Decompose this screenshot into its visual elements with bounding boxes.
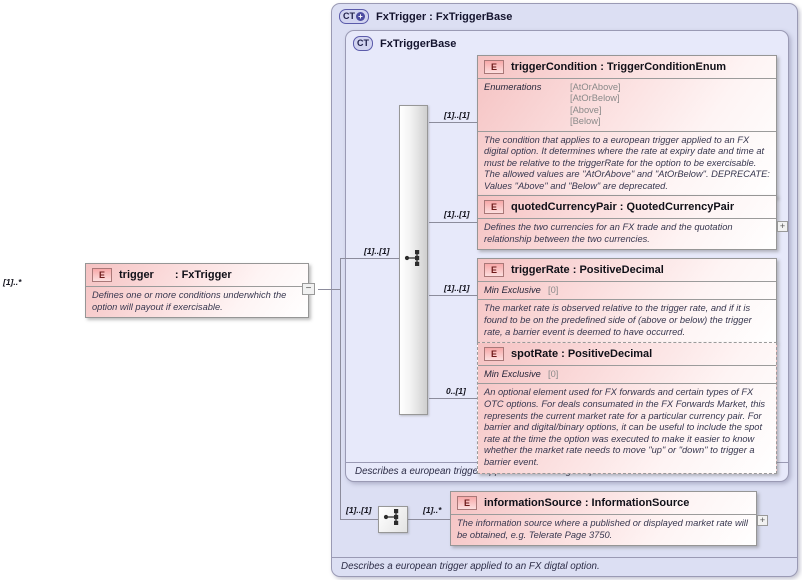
cardinality-trigger: [1]..* — [3, 277, 22, 287]
connector-triggerrate-line — [429, 295, 477, 296]
facet-label: Min Exclusive — [484, 369, 541, 379]
complextype-fxtrigger-title: FxTrigger : FxTriggerBase — [376, 10, 513, 23]
complextype-fxtriggerbase-header[interactable]: CT FxTriggerBase — [346, 31, 788, 54]
enum-value: [AtOrAbove] — [570, 82, 621, 92]
collapse-button[interactable]: − — [302, 283, 315, 295]
element-spotrate-annotation: An optional element used for FX forwards… — [478, 383, 776, 472]
connector-triggercondition-line — [429, 122, 477, 123]
cardinality-informationsource: [1]..* — [423, 505, 442, 515]
extension-plus-icon: + — [356, 12, 365, 21]
cardinality-sequence1: [1]..[1] — [364, 246, 390, 256]
connector-sequence1-line — [341, 258, 399, 259]
facet-value: [0] — [548, 369, 559, 379]
sequence-icon — [403, 248, 425, 273]
element-triggerrate-title: E triggerRate : PositiveDecimal — [478, 259, 776, 281]
facet-minexclusive: Min Exclusive [0] — [478, 281, 776, 299]
element-icon: E — [457, 496, 477, 510]
complextype-extension-icon: CT + — [339, 9, 369, 24]
cardinality-triggercondition: [1]..[1] — [444, 110, 470, 120]
connector-spotrate-line — [429, 398, 477, 399]
element-icon: E — [484, 263, 504, 277]
element-triggerrate-box[interactable]: E triggerRate : PositiveDecimal Min Excl… — [477, 258, 777, 344]
expand-button[interactable]: + — [757, 515, 768, 526]
cardinality-quotedcurrencypair: [1]..[1] — [444, 209, 470, 219]
element-trigger-box[interactable]: E trigger : FxTrigger Defines one or mor… — [85, 263, 309, 319]
complextype-fxtriggerbase-title: FxTriggerBase — [380, 37, 457, 50]
element-icon: E — [484, 347, 504, 361]
element-spotrate-box[interactable]: E spotRate : PositiveDecimal Min Exclusi… — [477, 342, 777, 474]
facet-minexclusive: Min Exclusive [0] — [478, 365, 776, 383]
expand-button[interactable]: + — [777, 221, 788, 232]
element-informationsource-box[interactable]: E informationSource : InformationSource … — [450, 491, 757, 547]
sequence-compositor-bar[interactable] — [399, 105, 428, 415]
element-icon: E — [484, 60, 504, 74]
facet-value: [0] — [548, 285, 559, 295]
element-trigger-annotation: Defines one or more conditions underwhic… — [86, 286, 308, 317]
connector-informationsource-line — [408, 519, 450, 520]
element-trigger-type: : FxTrigger — [174, 269, 232, 281]
cardinality-triggerrate: [1]..[1] — [444, 283, 470, 293]
complextype-icon: CT — [353, 36, 373, 51]
element-icon: E — [484, 200, 504, 214]
element-trigger-title: E trigger : FxTrigger — [86, 264, 308, 286]
connector-sequence2-line — [341, 519, 378, 520]
element-triggercondition-title: E triggerCondition : TriggerConditionEnu… — [478, 56, 776, 78]
cardinality-sequence2: [1]..[1] — [346, 505, 372, 515]
connector-quotedcurrencypair-line — [429, 222, 477, 223]
facet-label: Min Exclusive — [484, 285, 541, 295]
element-quotedcurrencypair-box[interactable]: E quotedCurrencyPair : QuotedCurrencyPai… — [477, 195, 777, 251]
element-triggercondition-annotation: The condition that applies to a european… — [478, 130, 776, 197]
facet-label: Enumerations — [484, 82, 542, 92]
enum-value: [Above] — [570, 104, 602, 115]
connector-trigger-line — [318, 289, 341, 290]
element-triggercondition-box[interactable]: E triggerCondition : TriggerConditionEnu… — [477, 55, 777, 198]
sequence-icon — [382, 507, 404, 532]
element-informationsource-annotation: The information source where a published… — [451, 514, 756, 545]
element-icon: E — [92, 268, 112, 282]
facet-values: [AtOrAbove] [AtOrBelow] [Above] [Below] — [570, 82, 621, 128]
element-trigger-name: trigger — [119, 269, 154, 281]
element-triggerrate-annotation: The market rate is observed relative to … — [478, 299, 776, 342]
enum-value: [Below] — [570, 116, 601, 127]
element-quotedcurrencypair-title: E quotedCurrencyPair : QuotedCurrencyPai… — [478, 196, 776, 218]
element-quotedcurrencypair-annotation: Defines the two currencies for an FX tra… — [478, 218, 776, 249]
complextype-fxtrigger-header[interactable]: CT + FxTrigger : FxTriggerBase — [332, 4, 797, 27]
complextype-fxtrigger-annotation: Describes a european trigger applied to … — [332, 557, 797, 576]
element-spotrate-title: E spotRate : PositiveDecimal — [478, 343, 776, 365]
connector-rail-line — [340, 258, 341, 520]
enum-value: [AtOrBelow] — [570, 93, 620, 104]
facet-enumerations: Enumerations [AtOrAbove] [AtOrBelow] [Ab… — [478, 78, 776, 131]
sequence-compositor-small[interactable] — [378, 506, 408, 533]
element-informationsource-title: E informationSource : InformationSource — [451, 492, 756, 514]
cardinality-spotrate: 0..[1] — [446, 386, 466, 396]
